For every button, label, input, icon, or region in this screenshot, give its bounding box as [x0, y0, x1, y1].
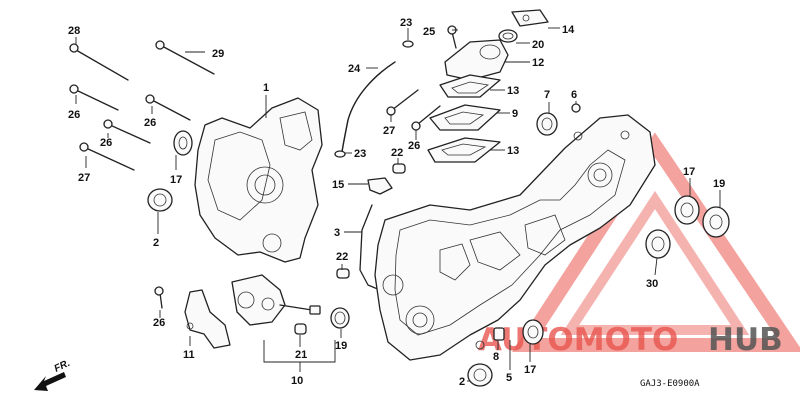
bearing-16 — [674, 195, 700, 225]
watermark-auto: AUTOMOTO — [478, 322, 678, 358]
callout-22-upper: 22 — [391, 147, 403, 159]
callout-8: 8 — [493, 351, 499, 363]
clamp-23-upper — [402, 40, 414, 48]
reed-valve-9 — [429, 104, 501, 131]
callout-14: 14 — [562, 24, 575, 36]
callout-16: 17 — [683, 166, 695, 178]
bearing-17-bottom — [522, 319, 544, 345]
callout-28: 28 — [68, 25, 80, 37]
callout-26-center: 26 — [408, 140, 420, 152]
callout-9: 9 — [512, 108, 518, 120]
o-ring-19 — [330, 307, 350, 329]
bearing-17-left — [173, 130, 193, 156]
callout-13-upper: 13 — [507, 85, 519, 97]
right-crankcase-half — [374, 114, 656, 361]
breather-hose-24 — [341, 61, 396, 153]
bolt-27-left — [79, 142, 135, 171]
gasket-13-lower — [427, 137, 501, 163]
callout-26-upper: 26 — [68, 109, 80, 121]
leader-lines — [75, 27, 721, 382]
clip-15 — [367, 177, 393, 195]
callout-12: 12 — [532, 57, 544, 69]
callout-6: 6 — [571, 89, 577, 101]
drawing-code: GAJ3-E0900A — [640, 379, 700, 389]
clamp-23-lower — [334, 150, 346, 158]
callout-13-lower: 13 — [507, 145, 519, 157]
left-crankcase-half — [194, 97, 323, 263]
callout-7: 7 — [544, 89, 550, 101]
callout-24: 24 — [348, 63, 361, 75]
gasket-3 — [359, 204, 381, 291]
callout-25: 25 — [423, 26, 435, 38]
bolt-27-center — [386, 89, 419, 116]
bolt-26-lower — [103, 119, 151, 144]
collar-21 — [294, 323, 307, 335]
callout-27-left: 27 — [78, 172, 90, 184]
callout-27-center: 27 — [383, 125, 395, 137]
callout-1: 1 — [263, 82, 269, 94]
bolt-26-middle — [145, 94, 191, 121]
callout-30: 30 — [646, 278, 658, 290]
callout-18: 19 — [713, 178, 725, 190]
bracket-11 — [184, 289, 231, 349]
gasket-13-upper — [439, 74, 501, 98]
callout-2-bottom: 2 — [459, 376, 465, 388]
callout-2-left: 2 — [153, 237, 159, 249]
callout-26-pump: 26 — [153, 317, 165, 329]
dowel-22-lower — [336, 268, 350, 279]
bearing-30 — [645, 229, 671, 259]
bearing-7 — [536, 112, 558, 136]
bearing-2-left — [147, 188, 173, 212]
callout-17-left: 17 — [170, 174, 182, 186]
o-ring-20 — [498, 29, 518, 43]
callout-labels: 28 29 26 26 26 27 17 2 1 23 25 14 20 12 … — [68, 17, 725, 388]
plug-6 — [571, 103, 581, 113]
insulator-14 — [511, 9, 549, 27]
callout-5: 5 — [506, 372, 512, 384]
watermark-hub: HUB — [708, 322, 783, 358]
callout-23-lower: 23 — [354, 148, 366, 160]
callout-15: 15 — [332, 179, 344, 191]
bolt-26-pump — [154, 286, 164, 309]
bolt-26-upper — [69, 84, 119, 111]
callout-11: 11 — [183, 349, 195, 361]
direction-label: FR. — [53, 358, 72, 375]
bolt-25 — [447, 25, 457, 49]
callout-3: 3 — [334, 227, 340, 239]
callout-26-lower: 26 — [100, 137, 112, 149]
callout-20: 20 — [532, 39, 544, 51]
front-direction-arrow: FR. — [34, 358, 72, 391]
watermark-logo: AUTOMOTO HUB — [478, 132, 800, 358]
callout-17-bottom: 17 — [524, 364, 536, 376]
bushing-8 — [493, 327, 505, 341]
oil-pump-10 — [231, 274, 321, 326]
callout-22-lower: 22 — [336, 251, 348, 263]
callout-23-upper: 23 — [400, 17, 412, 29]
bolt-29 — [155, 40, 215, 75]
callout-29: 29 — [212, 48, 224, 60]
callout-10: 10 — [291, 375, 303, 387]
intake-pipe-12 — [444, 39, 509, 81]
callout-19: 19 — [335, 340, 347, 352]
bearing-2-bottom — [467, 363, 493, 387]
bolt-28 — [69, 43, 129, 81]
dowel-22-upper — [392, 163, 406, 174]
bearing-18 — [702, 206, 730, 238]
callout-26-middle: 26 — [144, 117, 156, 129]
callout-21: 21 — [295, 349, 307, 361]
